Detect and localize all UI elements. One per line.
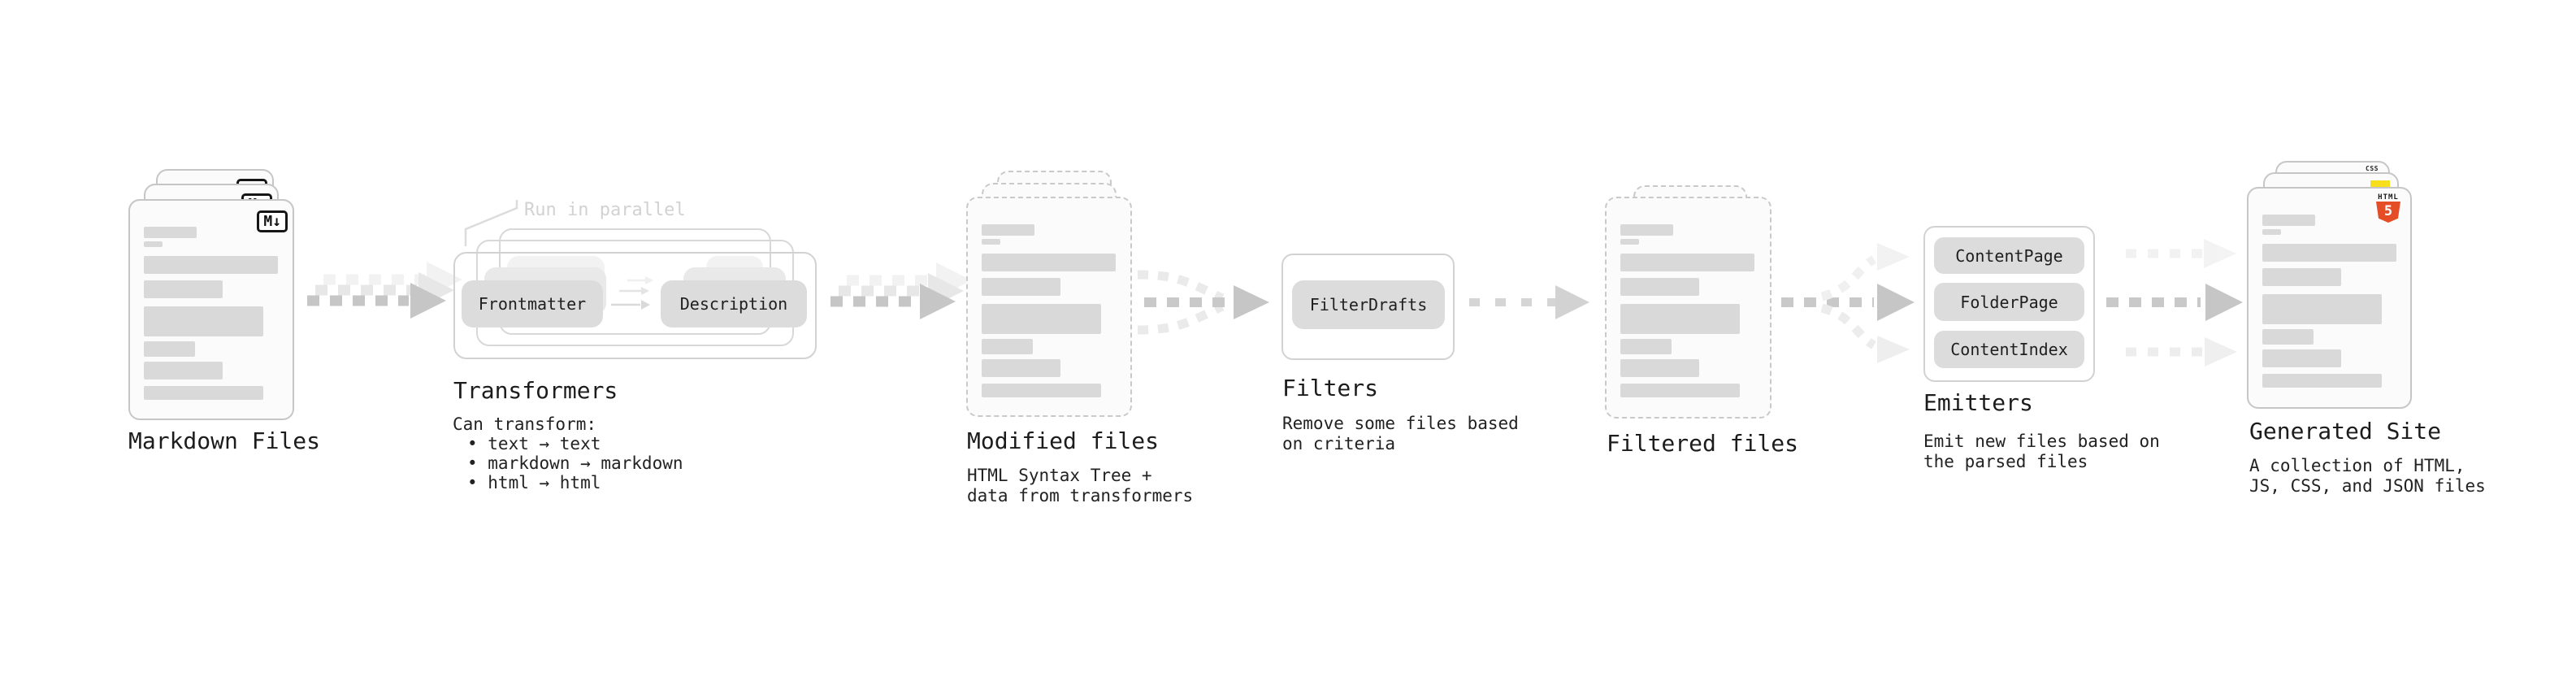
text-line-bar	[1620, 254, 1754, 271]
css-icon-label: CSS	[2366, 165, 2379, 172]
text-line-bar	[1620, 304, 1740, 334]
flow-arrowhead	[1234, 285, 1269, 319]
stage-label-filtered-files: Filtered files	[1607, 430, 1799, 457]
text-line-bar	[982, 384, 1101, 397]
site-file-card: HTML 5	[2247, 187, 2412, 409]
description-line: JS, CSS, and JSON files	[2249, 476, 2486, 496]
modified-file-card	[966, 197, 1132, 417]
text-line-bar	[982, 278, 1060, 296]
text-line-bar	[1620, 359, 1699, 377]
description-line: A collection of HTML,	[2249, 456, 2465, 475]
run-in-parallel-note: Run in parallel	[524, 200, 686, 220]
transformer-box	[453, 252, 817, 359]
filters-description: Remove some files based on criteria	[1282, 414, 1519, 454]
description-line: Remove some files based	[1282, 414, 1519, 433]
text-line-bar	[982, 239, 1000, 245]
description-line: • text → text	[467, 434, 601, 453]
pill-content-page: ContentPage	[1934, 237, 2084, 274]
text-line-bar	[1620, 239, 1639, 245]
description-line: Can transform:	[453, 414, 597, 434]
html5-icon-word: HTML	[2378, 193, 2399, 202]
flow-arrow-curve	[1137, 270, 1225, 302]
flow-arrow-curve	[1820, 255, 1877, 301]
text-line-bar	[2262, 229, 2281, 235]
description-line: Emit new files based on	[1923, 432, 2160, 451]
pill-filter-drafts: FilterDrafts	[1292, 280, 1445, 329]
flow-arrow-curve	[464, 200, 518, 246]
description-line: • html → html	[467, 473, 601, 492]
text-line-bar	[1620, 224, 1673, 236]
flow-arrowhead	[1877, 243, 1910, 271]
html5-icon-number: 5	[2383, 203, 2393, 219]
flow-arrowhead	[645, 276, 653, 284]
filtered-file-card	[1605, 197, 1772, 419]
text-line-bar	[982, 254, 1116, 271]
text-line-bar	[2262, 349, 2341, 367]
text-line-bar	[144, 256, 278, 274]
text-line-bar	[2262, 374, 2382, 388]
description-line: the parsed files	[1923, 452, 2088, 471]
pill-content-index: ContentIndex	[1934, 331, 2084, 368]
flow-arrowhead	[2205, 337, 2237, 367]
description-line: data from transformers	[967, 486, 1194, 505]
text-line-bar	[982, 339, 1033, 354]
text-line-bar	[2262, 215, 2315, 226]
stage-label-transformers: Transformers	[453, 377, 618, 404]
flow-arrowhead	[1877, 336, 1910, 363]
generated-site-description: A collection of HTML, JS, CSS, and JSON …	[2249, 456, 2486, 497]
text-line-bar	[144, 386, 263, 400]
description-line: on criteria	[1282, 434, 1396, 453]
markdown-icon: M↓	[257, 210, 288, 232]
text-line-bar	[144, 241, 163, 247]
text-line-bar	[144, 280, 223, 298]
flow-arrowhead	[1555, 285, 1589, 319]
modified-files-description: HTML Syntax Tree + data from transformer…	[967, 466, 1193, 506]
flow-arrowhead	[641, 287, 649, 295]
description-line: • markdown → markdown	[467, 453, 683, 473]
flow-arrowhead	[1877, 284, 1915, 321]
text-line-bar	[144, 341, 195, 357]
transformers-description: Can transform: • text → text • markdown …	[453, 414, 683, 492]
stage-label-filters: Filters	[1282, 375, 1379, 401]
pill-frontmatter: Frontmatter	[462, 280, 603, 327]
flow-arrowhead	[2205, 284, 2243, 321]
javascript-icon	[2370, 180, 2390, 189]
text-line-bar	[982, 224, 1034, 236]
flow-arrow-curve	[1137, 302, 1225, 335]
pill-description: Description	[661, 280, 807, 327]
text-line-bar	[144, 306, 263, 336]
text-line-bar	[144, 362, 223, 380]
text-line-bar	[982, 359, 1060, 377]
html5-icon: HTML 5	[2376, 193, 2400, 223]
stage-label-modified-files: Modified files	[967, 427, 1160, 454]
text-line-bar	[1620, 278, 1699, 296]
flow-arrowhead	[2204, 239, 2236, 268]
flow-arrowhead	[641, 300, 650, 310]
stage-label-generated-site: Generated Site	[2249, 418, 2442, 445]
flow-arrowhead	[410, 283, 446, 319]
text-line-bar	[2262, 329, 2314, 345]
text-line-bar	[2262, 268, 2341, 286]
emitters-description: Emit new files based on the parsed files	[1923, 432, 2160, 472]
stage-label-emitters: Emitters	[1923, 389, 2033, 416]
stage-label-markdown-files: Markdown Files	[128, 427, 321, 454]
text-line-bar	[1620, 339, 1672, 354]
text-line-bar	[2262, 244, 2396, 262]
pill-folder-page: FolderPage	[1934, 283, 2084, 321]
flow-arrow-curve	[1820, 303, 1877, 349]
description-line: HTML Syntax Tree +	[967, 466, 1152, 485]
flow-arrowhead	[920, 284, 956, 319]
markdown-file-card: M↓	[128, 199, 294, 420]
html5-icon-shield: 5	[2376, 202, 2400, 223]
text-line-bar	[2262, 294, 2382, 324]
text-line-bar	[982, 304, 1101, 334]
text-line-bar	[144, 227, 197, 238]
text-line-bar	[1620, 384, 1740, 397]
